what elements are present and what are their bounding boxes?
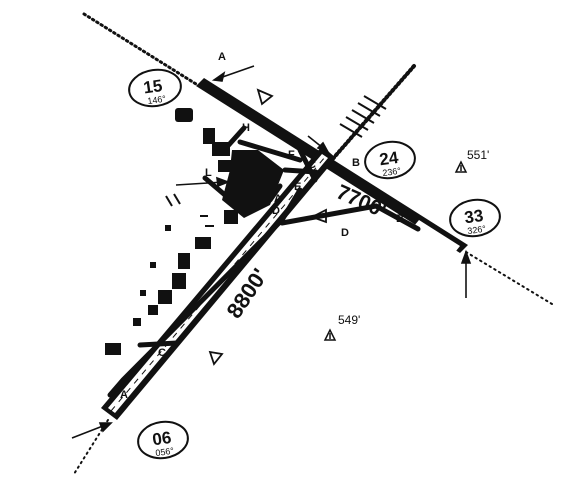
taxiway-h-label: H (242, 122, 250, 134)
taxiways-network (107, 125, 421, 398)
taxiway-b-lower-label: B (352, 157, 360, 169)
taxiway-e-label: E (294, 181, 301, 193)
runway-end-15: 15 146° (128, 68, 182, 108)
taxiway-a-bottom-label: A (120, 389, 128, 401)
runway-06-heading: 056° (155, 446, 175, 459)
runway-15-number: 15 (142, 76, 163, 97)
taxiway-b-label: B (396, 213, 404, 225)
elevation-marker-center: 549' (323, 313, 360, 341)
taxiway-a-mid-label: A (274, 193, 282, 205)
elevation-551: 551' (467, 148, 489, 162)
runway-24-heading: 236° (382, 166, 402, 179)
taxiway-c-lower-label: C (158, 347, 166, 359)
runway-33-number: 33 (463, 206, 484, 227)
taxiway-d-lower-label: D (341, 227, 349, 239)
runway-06-number: 06 (151, 428, 172, 449)
taxiway-l-label: L (205, 167, 212, 179)
taxiway-f-label: F (288, 149, 295, 161)
runway-end-33: 33 326° (449, 198, 501, 238)
runway-24-number: 24 (378, 148, 400, 170)
taxiway-c-upper-label: C (308, 159, 316, 171)
elevation-549: 549' (338, 313, 360, 327)
approach-arrows (71, 65, 472, 439)
terminal-complex (105, 108, 284, 355)
runway-end-24: 24 236° (364, 140, 416, 180)
taxiway-d-upper-label: D (272, 205, 280, 217)
sign-triangles (208, 88, 327, 366)
building-ticks (165, 193, 214, 227)
runway-15-33 (196, 78, 468, 253)
taxiway-a-top-label: A (218, 51, 226, 63)
elevation-marker-ne: 551' (454, 148, 489, 173)
runway-33-heading: 326° (467, 224, 487, 237)
centerline-24-extension (328, 64, 416, 164)
runway-end-06: 06 056° (137, 420, 189, 460)
approach-lights-24 (339, 95, 387, 138)
centerline-33-extension (465, 251, 553, 305)
centerline-15-extension (82, 12, 198, 86)
runway-15-heading: 146° (147, 94, 167, 107)
